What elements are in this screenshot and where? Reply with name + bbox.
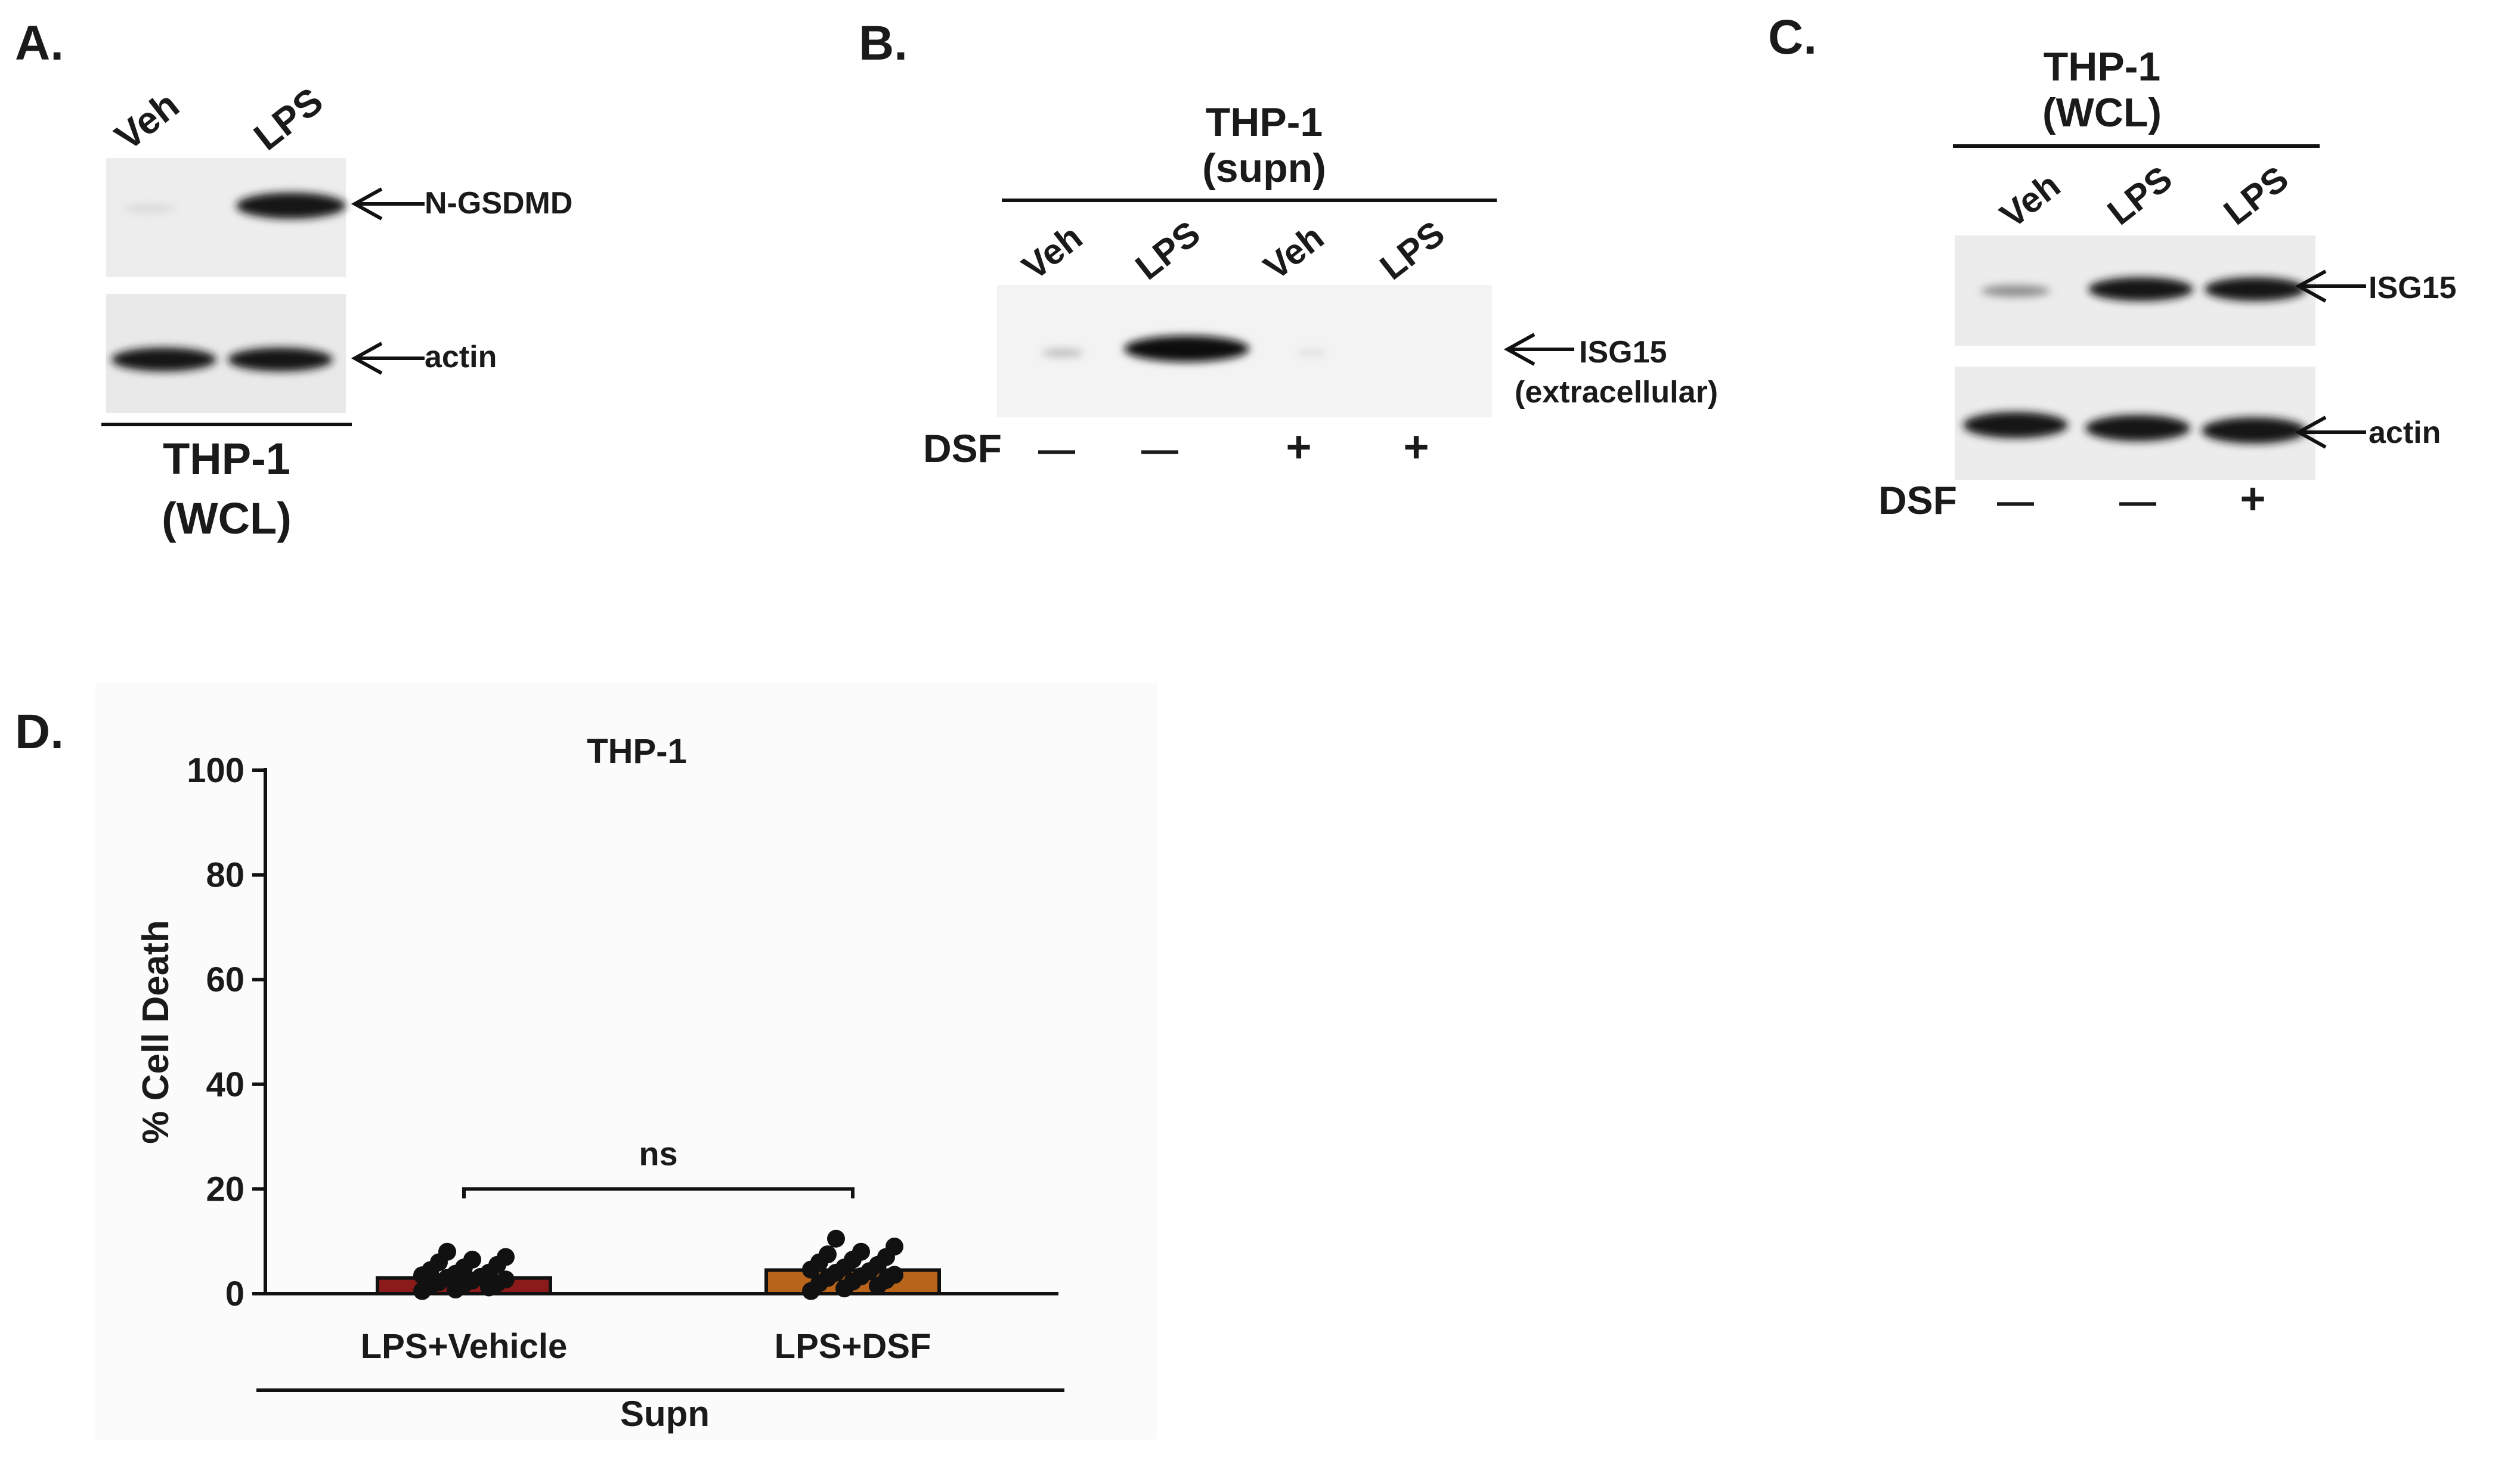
significance-bracket — [462, 1187, 855, 1199]
band-c-isg15-lps — [2088, 277, 2193, 301]
y-tick-label: 60 — [206, 960, 244, 999]
panel-c-treatment-sign: — — [1997, 481, 2034, 522]
panel-a-fraction: (WCL) — [162, 494, 292, 543]
band-c-isg15-veh — [1981, 285, 2050, 297]
band-a-actin-lps — [228, 348, 333, 371]
significance-label: ns — [639, 1134, 677, 1172]
data-point — [827, 1229, 845, 1248]
panel-d-background — [95, 683, 1157, 1440]
arrow-left-icon — [2295, 269, 2366, 303]
panel-c-lane-label: LPS — [2216, 159, 2296, 233]
y-axis-label: % Cell Death — [135, 920, 177, 1144]
data-point — [886, 1237, 903, 1256]
panel-d-letter: D. — [15, 705, 64, 759]
panel-a: A. Veh LPS N-GSDMD actin THP-1 (WCL) — [15, 16, 572, 543]
band-a-actin-veh — [112, 348, 216, 371]
band-b-lps — [1124, 336, 1249, 362]
panel-c-lane-label: LPS — [2100, 159, 2180, 233]
chart-title: THP-1 — [587, 732, 687, 771]
arrow-left-icon — [1503, 333, 1574, 366]
band-c-actin-lps — [2085, 415, 2190, 441]
panel-b-treatment-label: DSF — [923, 426, 1002, 470]
band-sublabel-extracellular: (extracellular) — [1515, 375, 1718, 410]
panel-c-treatment-sign: — — [2119, 481, 2156, 522]
arrow-left-icon — [351, 187, 425, 221]
panel-a-lane-label: LPS — [246, 79, 330, 159]
panel-b-treatment-sign: + — [1286, 422, 1311, 472]
panel-a-letter: A. — [15, 16, 64, 70]
panel-a-cell-line: THP-1 — [163, 434, 290, 483]
band-c-isg15-lps-dsf — [2205, 277, 2306, 301]
panel-b-letter: B. — [859, 16, 908, 70]
panel-c-cell-line: THP-1 — [2044, 44, 2160, 89]
panel-b-cell-line: THP-1 — [1206, 100, 1323, 145]
band-c-actin-lps-dsf — [2202, 417, 2307, 444]
panel-b-lane-label: LPS — [1128, 213, 1208, 288]
arrow-left-icon — [351, 342, 425, 375]
band-a-gsdmd-lps — [236, 193, 346, 219]
y-tick-label: 40 — [206, 1065, 244, 1104]
band-b-veh-dsf — [1297, 350, 1327, 356]
panel-c-fraction: (WCL) — [2042, 90, 2162, 135]
y-tick-label: 0 — [225, 1275, 244, 1313]
y-tick-label: 80 — [206, 856, 244, 895]
band-label-isg15-extracellular: ISG15 — [1579, 335, 1667, 370]
panel-b-fraction: (supn) — [1202, 145, 1326, 191]
panel-c-lane-label: Veh — [1993, 165, 2067, 236]
panel-b-lane-label: LPS — [1373, 213, 1452, 288]
band-label-actin: actin — [2369, 416, 2441, 450]
panel-d: D. THP-1 % Cell Death 0 20 40 60 80 100LPS+Ve… — [15, 683, 1157, 1440]
panel-b: B. THP-1 (supn) Veh LPS Veh LPS ISG15 (e… — [859, 16, 1718, 472]
band-label-isg15: ISG15 — [2369, 271, 2456, 305]
group-label: Supn — [620, 1394, 710, 1434]
data-point — [852, 1242, 870, 1261]
band-a-gsdmd-veh — [122, 205, 176, 212]
x-tick-label: LPS+DSF — [775, 1327, 931, 1366]
band-c-actin-veh — [1963, 412, 2068, 438]
panel-c-treatment-label: DSF — [1878, 478, 1957, 522]
panel-c-letter: C. — [1768, 10, 1817, 64]
data-point — [463, 1250, 481, 1269]
panel-b-treatment-sign: — — [1141, 429, 1178, 470]
band-b-veh — [1042, 349, 1083, 357]
x-tick-label: LPS+Vehicle — [361, 1327, 568, 1366]
y-tick-label: 20 — [206, 1170, 244, 1208]
panel-b-lane-label: Veh — [1015, 217, 1089, 288]
arrow-left-icon — [2295, 416, 2366, 449]
panel-c: C. THP-1 (WCL) Veh LPS LPS ISG15 actin D… — [1768, 10, 2456, 523]
panel-a-lane-label: Veh — [107, 83, 187, 159]
panel-b-treatment-sign: + — [1403, 422, 1429, 472]
data-point — [497, 1248, 515, 1266]
data-point — [886, 1266, 903, 1284]
panel-b-lane-label: Veh — [1256, 217, 1331, 288]
panel-b-treatment-sign: — — [1038, 429, 1075, 470]
band-label-actin: actin — [425, 340, 497, 374]
data-point — [819, 1245, 837, 1264]
panel-c-treatment-sign: + — [2240, 474, 2265, 523]
data-point — [438, 1242, 456, 1261]
band-label-n-gsdmd: N-GSDMD — [425, 186, 572, 221]
y-tick-label: 100 — [187, 751, 244, 790]
data-point — [497, 1270, 515, 1289]
